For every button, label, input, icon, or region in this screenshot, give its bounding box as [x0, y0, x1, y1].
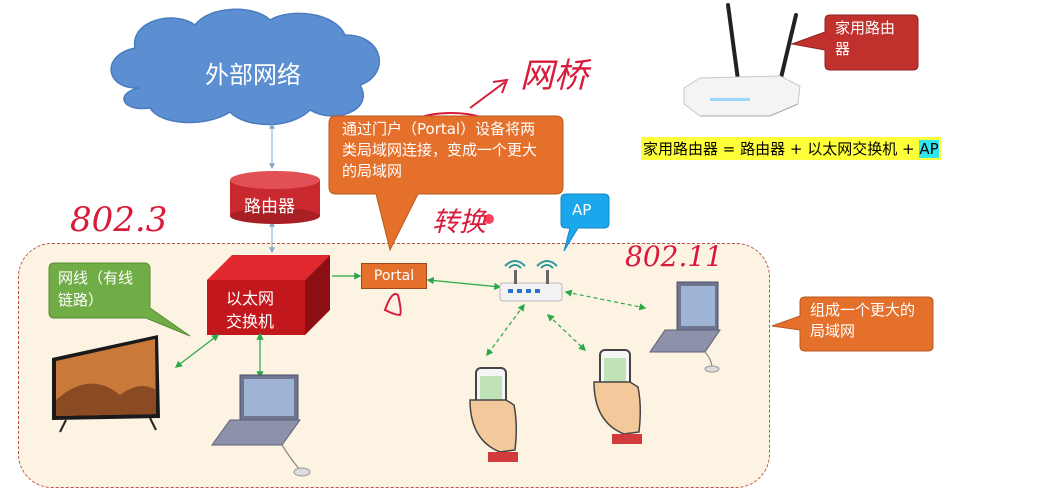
portal-callout-shape [328, 115, 564, 252]
laptop-wireless-icon [649, 281, 721, 373]
lan-callout-shape [771, 296, 934, 352]
formula-ap: AP [919, 140, 939, 158]
portal-mark-annotation [383, 293, 402, 317]
convert-handwriting: 转换 [432, 207, 486, 238]
switch-label-line1: 以太网 [226, 289, 275, 308]
bridge-arrow-annotation [469, 81, 506, 109]
ap-callout-label: AP [572, 201, 592, 219]
home-router-callout-text: 家用路由器 [835, 19, 896, 58]
formula-main: 家用路由器 = 路由器 + 以太网交换机 + [643, 140, 920, 158]
portal-device: Portal [361, 263, 427, 289]
external-network-cloud [110, 8, 380, 126]
phone-icon [593, 349, 642, 444]
home-router-icon [683, 3, 801, 117]
cable-callout-shape [48, 262, 191, 337]
wireless-standard-handwriting: 802.11 [625, 240, 723, 273]
laptop-wired-icon [211, 374, 311, 477]
phone-icon [469, 367, 518, 462]
home-router-formula: 家用路由器 = 路由器 + 以太网交换机 + AP [641, 137, 941, 160]
wired-standard-handwriting: 802.3 [70, 200, 168, 240]
ap-device-icon [499, 260, 563, 302]
ap-laptop-wireless-link [564, 289, 647, 311]
portal-label: Portal [373, 268, 415, 284]
lan-callout-text: 组成一个更大的局域网 [810, 301, 916, 340]
ap-phone1-wireless-link [486, 303, 525, 357]
tv-icon [52, 335, 160, 433]
portal-ap-link [426, 276, 502, 291]
home-router-callout-shape [790, 14, 919, 71]
ap-phone2-wireless-link [546, 314, 587, 351]
bridge-handwriting: 网桥 [520, 56, 588, 96]
cable-callout-text: 网线（有线链路） [58, 269, 134, 309]
ethernet-switch-icon [207, 255, 330, 335]
router-label: 路由器 [244, 197, 295, 217]
ap-callout-shape [560, 193, 610, 252]
switch-label-line2: 交换机 [226, 312, 275, 331]
router-icon [230, 171, 320, 224]
portal-callout-text: 通过门户（Portal）设备将两类局域网连接，变成一个更大的局域网 [342, 120, 538, 180]
laser-pointer-dot [484, 214, 494, 224]
external-network-label: 外部网络 [205, 61, 301, 89]
switch-tv-link [174, 334, 220, 368]
